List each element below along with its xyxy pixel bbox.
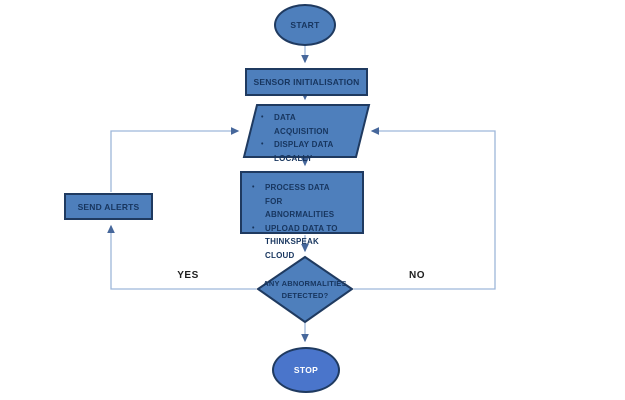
start-label: START [290, 20, 320, 30]
bullet-icon: • [261, 114, 264, 121]
send-alerts-label: SEND ALERTS [77, 201, 140, 212]
node-stop: STOP [272, 347, 340, 393]
stop-label: STOP [293, 365, 319, 375]
node-start: START [274, 4, 336, 46]
list-item-text: UPLOAD DATA TO THINKSPEAK CLOUD [265, 223, 338, 260]
node-sensor-init: SENSOR INITIALISATION [245, 68, 368, 96]
decision-label: ANY ABNORMALITIES DETECTED? [263, 278, 347, 300]
bullet-icon: • [261, 141, 264, 148]
edge-decision-no-to-acquisition [354, 127, 496, 290]
bullet-icon: • [252, 184, 255, 191]
node-send-alerts: SEND ALERTS [64, 193, 153, 220]
process-list: • PROCESS DATA FOR ABNORMALITIES • UPLOA… [252, 181, 343, 262]
list-item: • UPLOAD DATA TO THINKSPEAK CLOUD [252, 222, 343, 263]
parallelogram-shape [242, 104, 371, 158]
node-data-acquisition: • DATA ACQUISITION • DISPLAY DATA LOCALL… [240, 104, 371, 163]
list-item-text: PROCESS DATA FOR ABNORMALITIES [265, 183, 335, 219]
data-acquisition-list: • DATA ACQUISITION • DISPLAY DATA LOCALL… [261, 111, 352, 165]
bullet-icon: • [252, 224, 255, 232]
list-item: • DATA ACQUISITION [261, 111, 352, 138]
edge-decision-yes-to-send-alerts [107, 224, 256, 290]
diamond-shape [256, 255, 354, 324]
edge-send-alerts-to-acquisition [110, 127, 240, 192]
yes-branch-label: YES [177, 270, 199, 281]
node-process: • PROCESS DATA FOR ABNORMALITIES • UPLOA… [240, 171, 364, 260]
list-item-text: DATA ACQUISITION [274, 113, 329, 136]
no-branch-label: NO [409, 270, 425, 281]
list-item: • DISPLAY DATA LOCALLY [261, 138, 352, 165]
sensor-init-label: SENSOR INITIALISATION [253, 77, 360, 87]
list-item: • PROCESS DATA FOR ABNORMALITIES [252, 181, 343, 222]
list-item-text: DISPLAY DATA LOCALLY [274, 140, 334, 163]
node-decision: ANY ABNORMALITIES DETECTED? [253, 255, 357, 324]
